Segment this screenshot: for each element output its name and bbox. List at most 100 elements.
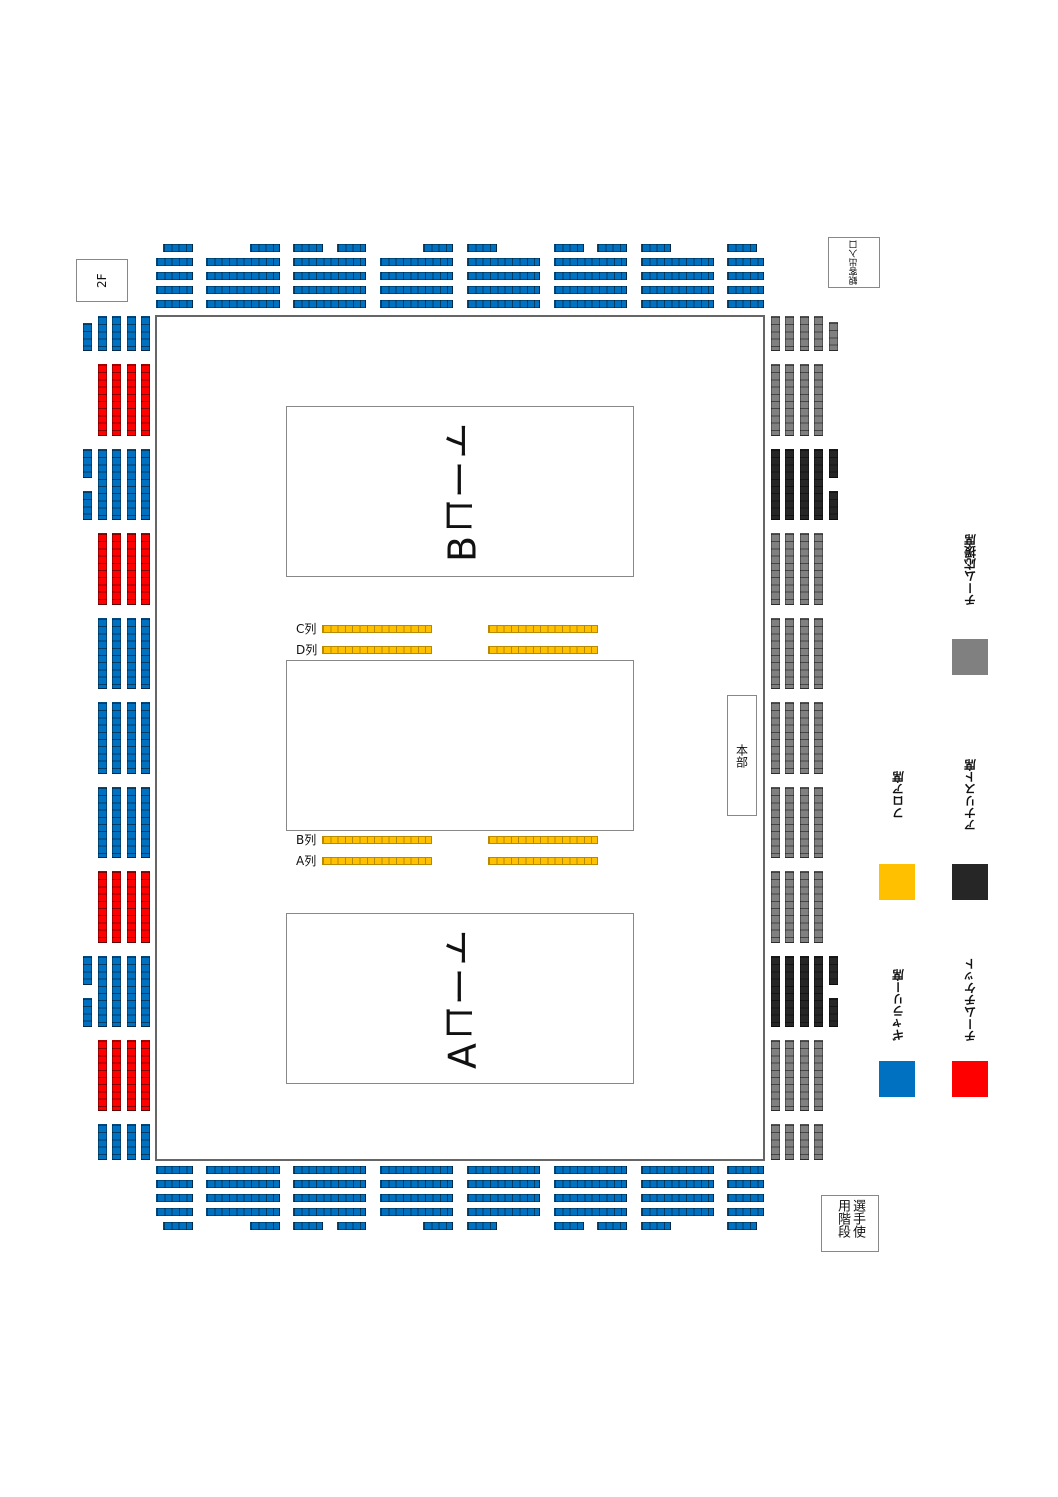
team_ticket-seat-block[interactable] bbox=[141, 1040, 150, 1111]
gallery-seat-block[interactable] bbox=[127, 956, 136, 1027]
analyst-seat-block[interactable] bbox=[829, 449, 838, 478]
team_ticket-seat-block[interactable] bbox=[141, 533, 150, 605]
gallery-seat-block[interactable] bbox=[380, 286, 453, 294]
gallery-seat-block[interactable] bbox=[206, 1166, 280, 1174]
gallery-seat-block[interactable] bbox=[467, 1208, 540, 1216]
team_support-seat-block[interactable] bbox=[814, 871, 823, 943]
team_support-seat-block[interactable] bbox=[771, 316, 780, 351]
gallery-seat-block[interactable] bbox=[380, 1180, 453, 1188]
team_support-seat-block[interactable] bbox=[800, 618, 809, 689]
gallery-seat-block[interactable] bbox=[141, 618, 150, 689]
team_ticket-seat-block[interactable] bbox=[127, 871, 136, 943]
floor-seat-block[interactable] bbox=[322, 857, 432, 865]
gallery-seat-block[interactable] bbox=[554, 1208, 627, 1216]
team_support-seat-block[interactable] bbox=[785, 364, 794, 436]
gallery-seat-block[interactable] bbox=[127, 449, 136, 520]
floor-seat-block[interactable] bbox=[322, 625, 432, 633]
team_support-seat-block[interactable] bbox=[771, 364, 780, 436]
team_support-seat-block[interactable] bbox=[800, 787, 809, 858]
team_support-seat-block[interactable] bbox=[814, 364, 823, 436]
gallery-seat-block[interactable] bbox=[206, 300, 280, 308]
team_support-seat-block[interactable] bbox=[771, 618, 780, 689]
gallery-seat-block[interactable] bbox=[112, 787, 121, 858]
gallery-seat-block[interactable] bbox=[250, 1222, 280, 1230]
team_support-seat-block[interactable] bbox=[785, 787, 794, 858]
gallery-seat-block[interactable] bbox=[98, 956, 107, 1027]
team_support-seat-block[interactable] bbox=[771, 787, 780, 858]
gallery-seat-block[interactable] bbox=[641, 1194, 714, 1202]
gallery-seat-block[interactable] bbox=[380, 1208, 453, 1216]
team_ticket-seat-block[interactable] bbox=[98, 533, 107, 605]
gallery-seat-block[interactable] bbox=[156, 1208, 193, 1216]
team_ticket-seat-block[interactable] bbox=[127, 1040, 136, 1111]
gallery-seat-block[interactable] bbox=[98, 1124, 107, 1160]
gallery-seat-block[interactable] bbox=[112, 316, 121, 351]
gallery-seat-block[interactable] bbox=[597, 244, 627, 252]
gallery-seat-block[interactable] bbox=[380, 1166, 453, 1174]
gallery-seat-block[interactable] bbox=[127, 787, 136, 858]
gallery-seat-block[interactable] bbox=[83, 323, 92, 351]
gallery-seat-block[interactable] bbox=[467, 1194, 540, 1202]
gallery-seat-block[interactable] bbox=[250, 244, 280, 252]
gallery-seat-block[interactable] bbox=[141, 956, 150, 1027]
team_support-seat-block[interactable] bbox=[785, 316, 794, 351]
team_support-seat-block[interactable] bbox=[800, 1124, 809, 1160]
team_support-seat-block[interactable] bbox=[829, 322, 838, 351]
analyst-seat-block[interactable] bbox=[829, 998, 838, 1027]
gallery-seat-block[interactable] bbox=[337, 1222, 366, 1230]
gallery-seat-block[interactable] bbox=[141, 1124, 150, 1160]
gallery-seat-block[interactable] bbox=[112, 702, 121, 774]
gallery-seat-block[interactable] bbox=[727, 1222, 757, 1230]
team_support-seat-block[interactable] bbox=[814, 316, 823, 351]
gallery-seat-block[interactable] bbox=[554, 1194, 627, 1202]
gallery-seat-block[interactable] bbox=[112, 1124, 121, 1160]
gallery-seat-block[interactable] bbox=[554, 286, 627, 294]
gallery-seat-block[interactable] bbox=[98, 618, 107, 689]
gallery-seat-block[interactable] bbox=[112, 618, 121, 689]
gallery-seat-block[interactable] bbox=[156, 1194, 193, 1202]
team_support-seat-block[interactable] bbox=[814, 618, 823, 689]
team_ticket-seat-block[interactable] bbox=[98, 871, 107, 943]
gallery-seat-block[interactable] bbox=[467, 272, 540, 280]
team_support-seat-block[interactable] bbox=[771, 871, 780, 943]
gallery-seat-block[interactable] bbox=[112, 449, 121, 520]
gallery-seat-block[interactable] bbox=[423, 244, 453, 252]
gallery-seat-block[interactable] bbox=[127, 618, 136, 689]
gallery-seat-block[interactable] bbox=[727, 244, 757, 252]
gallery-seat-block[interactable] bbox=[141, 787, 150, 858]
gallery-seat-block[interactable] bbox=[380, 258, 453, 266]
analyst-seat-block[interactable] bbox=[771, 449, 780, 520]
gallery-seat-block[interactable] bbox=[380, 1194, 453, 1202]
gallery-seat-block[interactable] bbox=[641, 286, 714, 294]
gallery-seat-block[interactable] bbox=[156, 272, 193, 280]
gallery-seat-block[interactable] bbox=[206, 1208, 280, 1216]
gallery-seat-block[interactable] bbox=[141, 702, 150, 774]
gallery-seat-block[interactable] bbox=[141, 449, 150, 520]
team_ticket-seat-block[interactable] bbox=[112, 533, 121, 605]
gallery-seat-block[interactable] bbox=[98, 787, 107, 858]
team_support-seat-block[interactable] bbox=[771, 533, 780, 605]
gallery-seat-block[interactable] bbox=[641, 1166, 714, 1174]
analyst-seat-block[interactable] bbox=[829, 491, 838, 520]
gallery-seat-block[interactable] bbox=[467, 1166, 540, 1174]
team_ticket-seat-block[interactable] bbox=[112, 364, 121, 436]
gallery-seat-block[interactable] bbox=[641, 1180, 714, 1188]
gallery-seat-block[interactable] bbox=[380, 300, 453, 308]
gallery-seat-block[interactable] bbox=[293, 1166, 366, 1174]
floor-seat-block[interactable] bbox=[488, 857, 598, 865]
team_support-seat-block[interactable] bbox=[771, 702, 780, 774]
gallery-seat-block[interactable] bbox=[727, 272, 764, 280]
gallery-seat-block[interactable] bbox=[641, 300, 714, 308]
team_support-seat-block[interactable] bbox=[814, 787, 823, 858]
gallery-seat-block[interactable] bbox=[293, 286, 366, 294]
gallery-seat-block[interactable] bbox=[293, 244, 323, 252]
team_support-seat-block[interactable] bbox=[800, 1040, 809, 1111]
gallery-seat-block[interactable] bbox=[83, 491, 92, 520]
gallery-seat-block[interactable] bbox=[467, 244, 497, 252]
team_support-seat-block[interactable] bbox=[785, 533, 794, 605]
gallery-seat-block[interactable] bbox=[98, 449, 107, 520]
team_support-seat-block[interactable] bbox=[800, 702, 809, 774]
gallery-seat-block[interactable] bbox=[554, 1166, 627, 1174]
gallery-seat-block[interactable] bbox=[554, 272, 627, 280]
team_support-seat-block[interactable] bbox=[800, 364, 809, 436]
